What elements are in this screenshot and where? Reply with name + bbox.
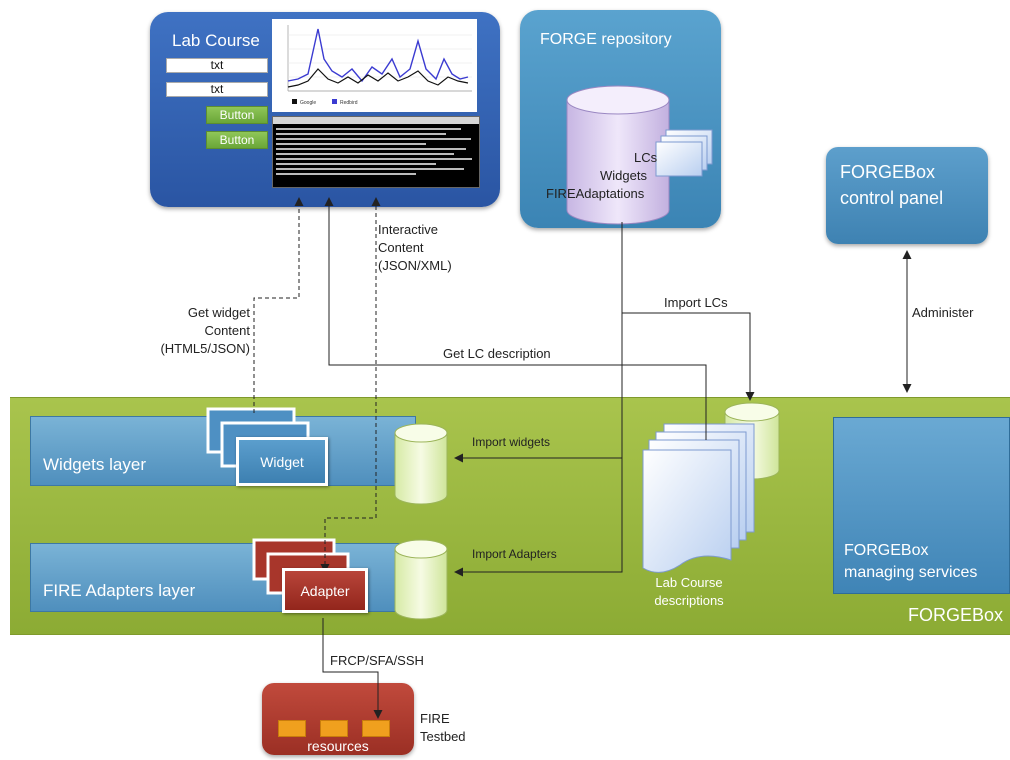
console-line — [276, 128, 461, 130]
widget-card-label: Widget — [260, 453, 304, 470]
widgets-layer-label: Widgets layer — [43, 455, 146, 474]
lc-descriptions-label-1: Lab Course — [655, 575, 723, 590]
console-line — [276, 168, 464, 170]
control-panel-line1: FORGEBox — [840, 162, 936, 182]
lab-course-chart: Google Redbird — [272, 19, 477, 112]
console-line — [276, 138, 471, 140]
lc-documents-icon — [655, 129, 713, 177]
console-line — [276, 133, 446, 135]
import-lcs-arrow — [621, 222, 755, 401]
frcp-label: FRCP/SFA/SSH — [330, 653, 424, 668]
series-redbird-line — [287, 28, 469, 83]
repo-lcs-label: LCs — [634, 150, 658, 165]
repo-fire-adaptations-label: FIREAdaptations — [546, 186, 645, 201]
forgebox-label: FORGEBox — [908, 605, 1004, 625]
get-widget-label-3: (HTML5/JSON) — [160, 341, 250, 356]
console-line — [276, 153, 454, 155]
widgets-database-icon — [394, 423, 448, 505]
console-line — [276, 143, 426, 145]
interactive-content-arrow — [320, 197, 381, 573]
forgebox-managing-services[interactable]: FORGEBox managing services — [833, 417, 1010, 594]
series-google-line — [287, 68, 469, 88]
testbed-label-2: Testbed — [420, 729, 466, 744]
resource-block — [278, 720, 306, 737]
get-lc-description-label: Get LC description — [443, 346, 551, 361]
widget-card: Widget — [236, 437, 328, 486]
import-widgets-label: Import widgets — [472, 435, 551, 449]
testbed-label-1: FIRE — [420, 711, 450, 726]
lc-descriptions-label-2: descriptions — [654, 593, 724, 608]
get-widget-label-2: Content — [204, 323, 250, 338]
adapter-card-label: Adapter — [300, 582, 350, 599]
legend-google: Google — [300, 100, 316, 106]
administer-label: Administer — [912, 305, 974, 320]
txt-field-1[interactable]: txt — [166, 58, 268, 73]
forgebox-control-panel[interactable]: FORGEBox control panel — [826, 147, 988, 244]
resource-block — [362, 720, 390, 737]
frcp-sfa-ssh-arrow — [322, 618, 383, 719]
console-line — [276, 173, 416, 175]
button-2[interactable]: Button — [206, 131, 268, 149]
import-adapters-arrow — [454, 458, 623, 577]
fire-testbed: resources — [262, 683, 414, 755]
mini-line-chart: Google Redbird — [287, 25, 472, 106]
get-widget-label-1: Get widget — [187, 305, 250, 320]
console-title-bar — [273, 117, 479, 124]
import-lcs-label: Import LCs — [664, 295, 728, 310]
interactive-label-1: Interactive — [378, 222, 438, 237]
adapter-card: Adapter — [282, 568, 368, 613]
repository-database-icon — [566, 85, 670, 225]
legend-redbird: Redbird — [340, 100, 358, 106]
console-line — [276, 148, 466, 150]
legend-google-swatch — [292, 99, 297, 104]
console-line — [276, 158, 472, 160]
adapters-database-icon — [394, 539, 448, 620]
lab-course-title: Lab Course — [172, 31, 260, 50]
resource-block — [320, 720, 348, 737]
txt-field-2[interactable]: txt — [166, 82, 268, 97]
resources-label: resources — [307, 738, 369, 754]
forge-repository-title: FORGE repository — [540, 31, 672, 48]
legend-redbird-swatch — [332, 99, 337, 104]
get-widget-content-arrow — [253, 197, 304, 413]
managing-line2: managing services — [844, 564, 978, 581]
button-1[interactable]: Button — [206, 106, 268, 124]
console-window — [272, 116, 480, 188]
control-panel-line2: control panel — [840, 188, 944, 208]
fire-adapters-layer-label: FIRE Adapters layer — [43, 581, 196, 600]
console-line — [276, 163, 436, 165]
repo-widgets-label: Widgets — [600, 168, 647, 183]
interactive-label-2: Content — [378, 240, 424, 255]
interactive-label-3: (JSON/XML) — [378, 258, 452, 273]
lab-course-descriptions-icon — [642, 423, 755, 573]
get-lc-description-arrow — [324, 197, 707, 440]
managing-line1: FORGEBox — [844, 542, 929, 559]
import-adapters-label: Import Adapters — [472, 547, 557, 561]
